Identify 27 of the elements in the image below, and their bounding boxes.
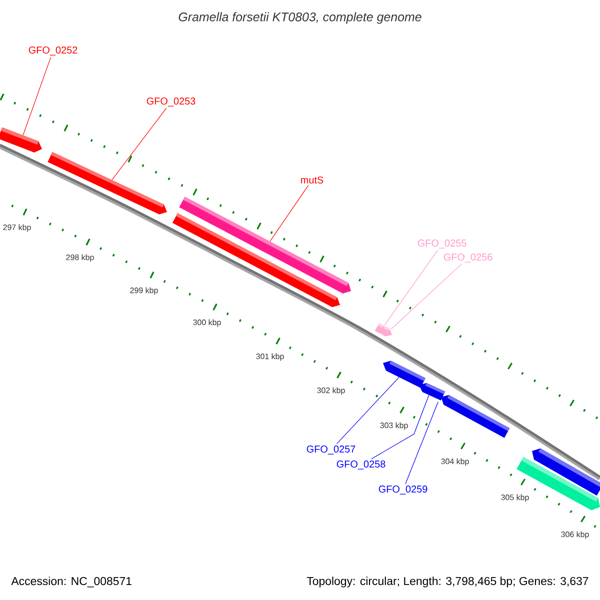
gene-feature [516,456,600,510]
gene-label: GFO_0259 [378,486,428,494]
gene-feature [172,213,340,308]
footer-text: Topology: circular; Length: 3,798,465 bp; Genes: 3,637 [306,576,588,588]
gene-feature [441,395,510,438]
leader-line [405,402,438,484]
gene-feature [380,326,392,336]
gene-feature [0,127,42,152]
footer-text: Accession: NC_008571 [11,576,132,588]
gene-label: GFO_0252 [28,46,78,56]
title: Gramella forsetii KT0803, complete genome [178,12,422,24]
gene-feature [48,152,167,214]
leader-line [371,394,430,460]
leader-line [384,250,438,326]
leader-line [336,377,400,444]
gene-label: GFO_0258 [336,460,386,470]
gene-feature [419,382,446,401]
leader-line [22,56,52,136]
gene-label: GFO_0255 [418,240,466,248]
gene-label: GFO_0253 [146,98,196,106]
gene-label: GFO_0257 [306,446,356,454]
gene-label: mutS [301,176,324,184]
leader-line [270,184,309,242]
leader-line [112,108,167,180]
leader-line [390,264,462,330]
gene-feature [383,360,426,388]
gene-label: GFO_0256 [444,254,492,262]
